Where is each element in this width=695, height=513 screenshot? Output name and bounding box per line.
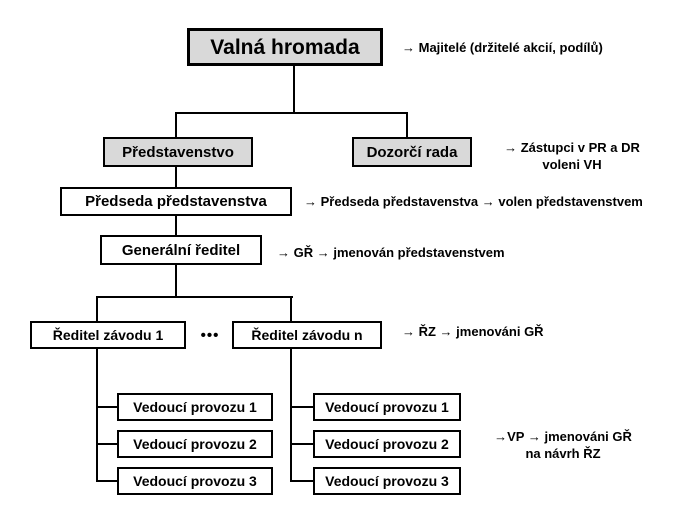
connector-line [96, 347, 98, 482]
annotation-zastupci-line2: voleni VH [542, 157, 602, 172]
node-predstavenstvo: Představenstvo [103, 137, 253, 167]
annotation-gr: → GŘ → jmenován představenstvem [277, 245, 505, 260]
connector-line [290, 406, 314, 408]
node-vedouci-provozu-3-left: Vedoucí provozu 3 [117, 467, 273, 495]
connector-line [96, 480, 119, 482]
node-reditel-zavodu-n: Ředitel závodu n [232, 321, 382, 349]
ellipsis-between-plants: ••• [200, 326, 220, 344]
node-dozorci-rada: Dozorčí rada [352, 137, 472, 167]
annotation-zastupci: → Zástupci v PR a DR voleni VH [487, 139, 657, 173]
connector-line [290, 296, 292, 323]
connector-line [175, 263, 177, 298]
connector-line [290, 480, 314, 482]
annotation-vp-line1: →VP → jmenováni GŘ [494, 429, 632, 444]
node-vedouci-provozu-1-right: Vedoucí provozu 1 [313, 393, 461, 421]
connector-line [96, 296, 98, 323]
node-vedouci-provozu-2-left: Vedoucí provozu 2 [117, 430, 273, 458]
connector-line [175, 213, 177, 237]
node-generalni-reditel: Generální ředitel [100, 235, 262, 265]
connector-line [175, 165, 177, 189]
connector-line [96, 296, 293, 298]
connector-line [96, 443, 119, 445]
annotation-majitele: → Majitelé (držitelé akcií, podílů) [402, 40, 603, 55]
connector-line [175, 112, 408, 114]
annotation-vp: →VP → jmenováni GŘ na návrh ŘZ [481, 428, 645, 462]
connector-line [175, 112, 177, 139]
connector-line [293, 64, 295, 113]
annotation-rz: → ŘZ → jmenováni GŘ [402, 324, 544, 339]
connector-line [96, 406, 119, 408]
node-vedouci-provozu-1-left: Vedoucí provozu 1 [117, 393, 273, 421]
connector-line [406, 112, 408, 139]
annotation-vp-line2: na návrh ŘZ [525, 446, 601, 461]
node-predseda-predstavenstva: Předseda představenstva [60, 187, 292, 216]
annotation-predseda: → Předseda představenstva → volen předst… [304, 194, 643, 209]
connector-line [290, 443, 314, 445]
node-reditel-zavodu-1: Ředitel závodu 1 [30, 321, 186, 349]
connector-line [290, 347, 292, 482]
node-vedouci-provozu-2-right: Vedoucí provozu 2 [313, 430, 461, 458]
node-vedouci-provozu-3-right: Vedoucí provozu 3 [313, 467, 461, 495]
node-valna-hromada: Valná hromada [187, 28, 383, 66]
annotation-zastupci-line1: → Zástupci v PR a DR [504, 140, 640, 155]
